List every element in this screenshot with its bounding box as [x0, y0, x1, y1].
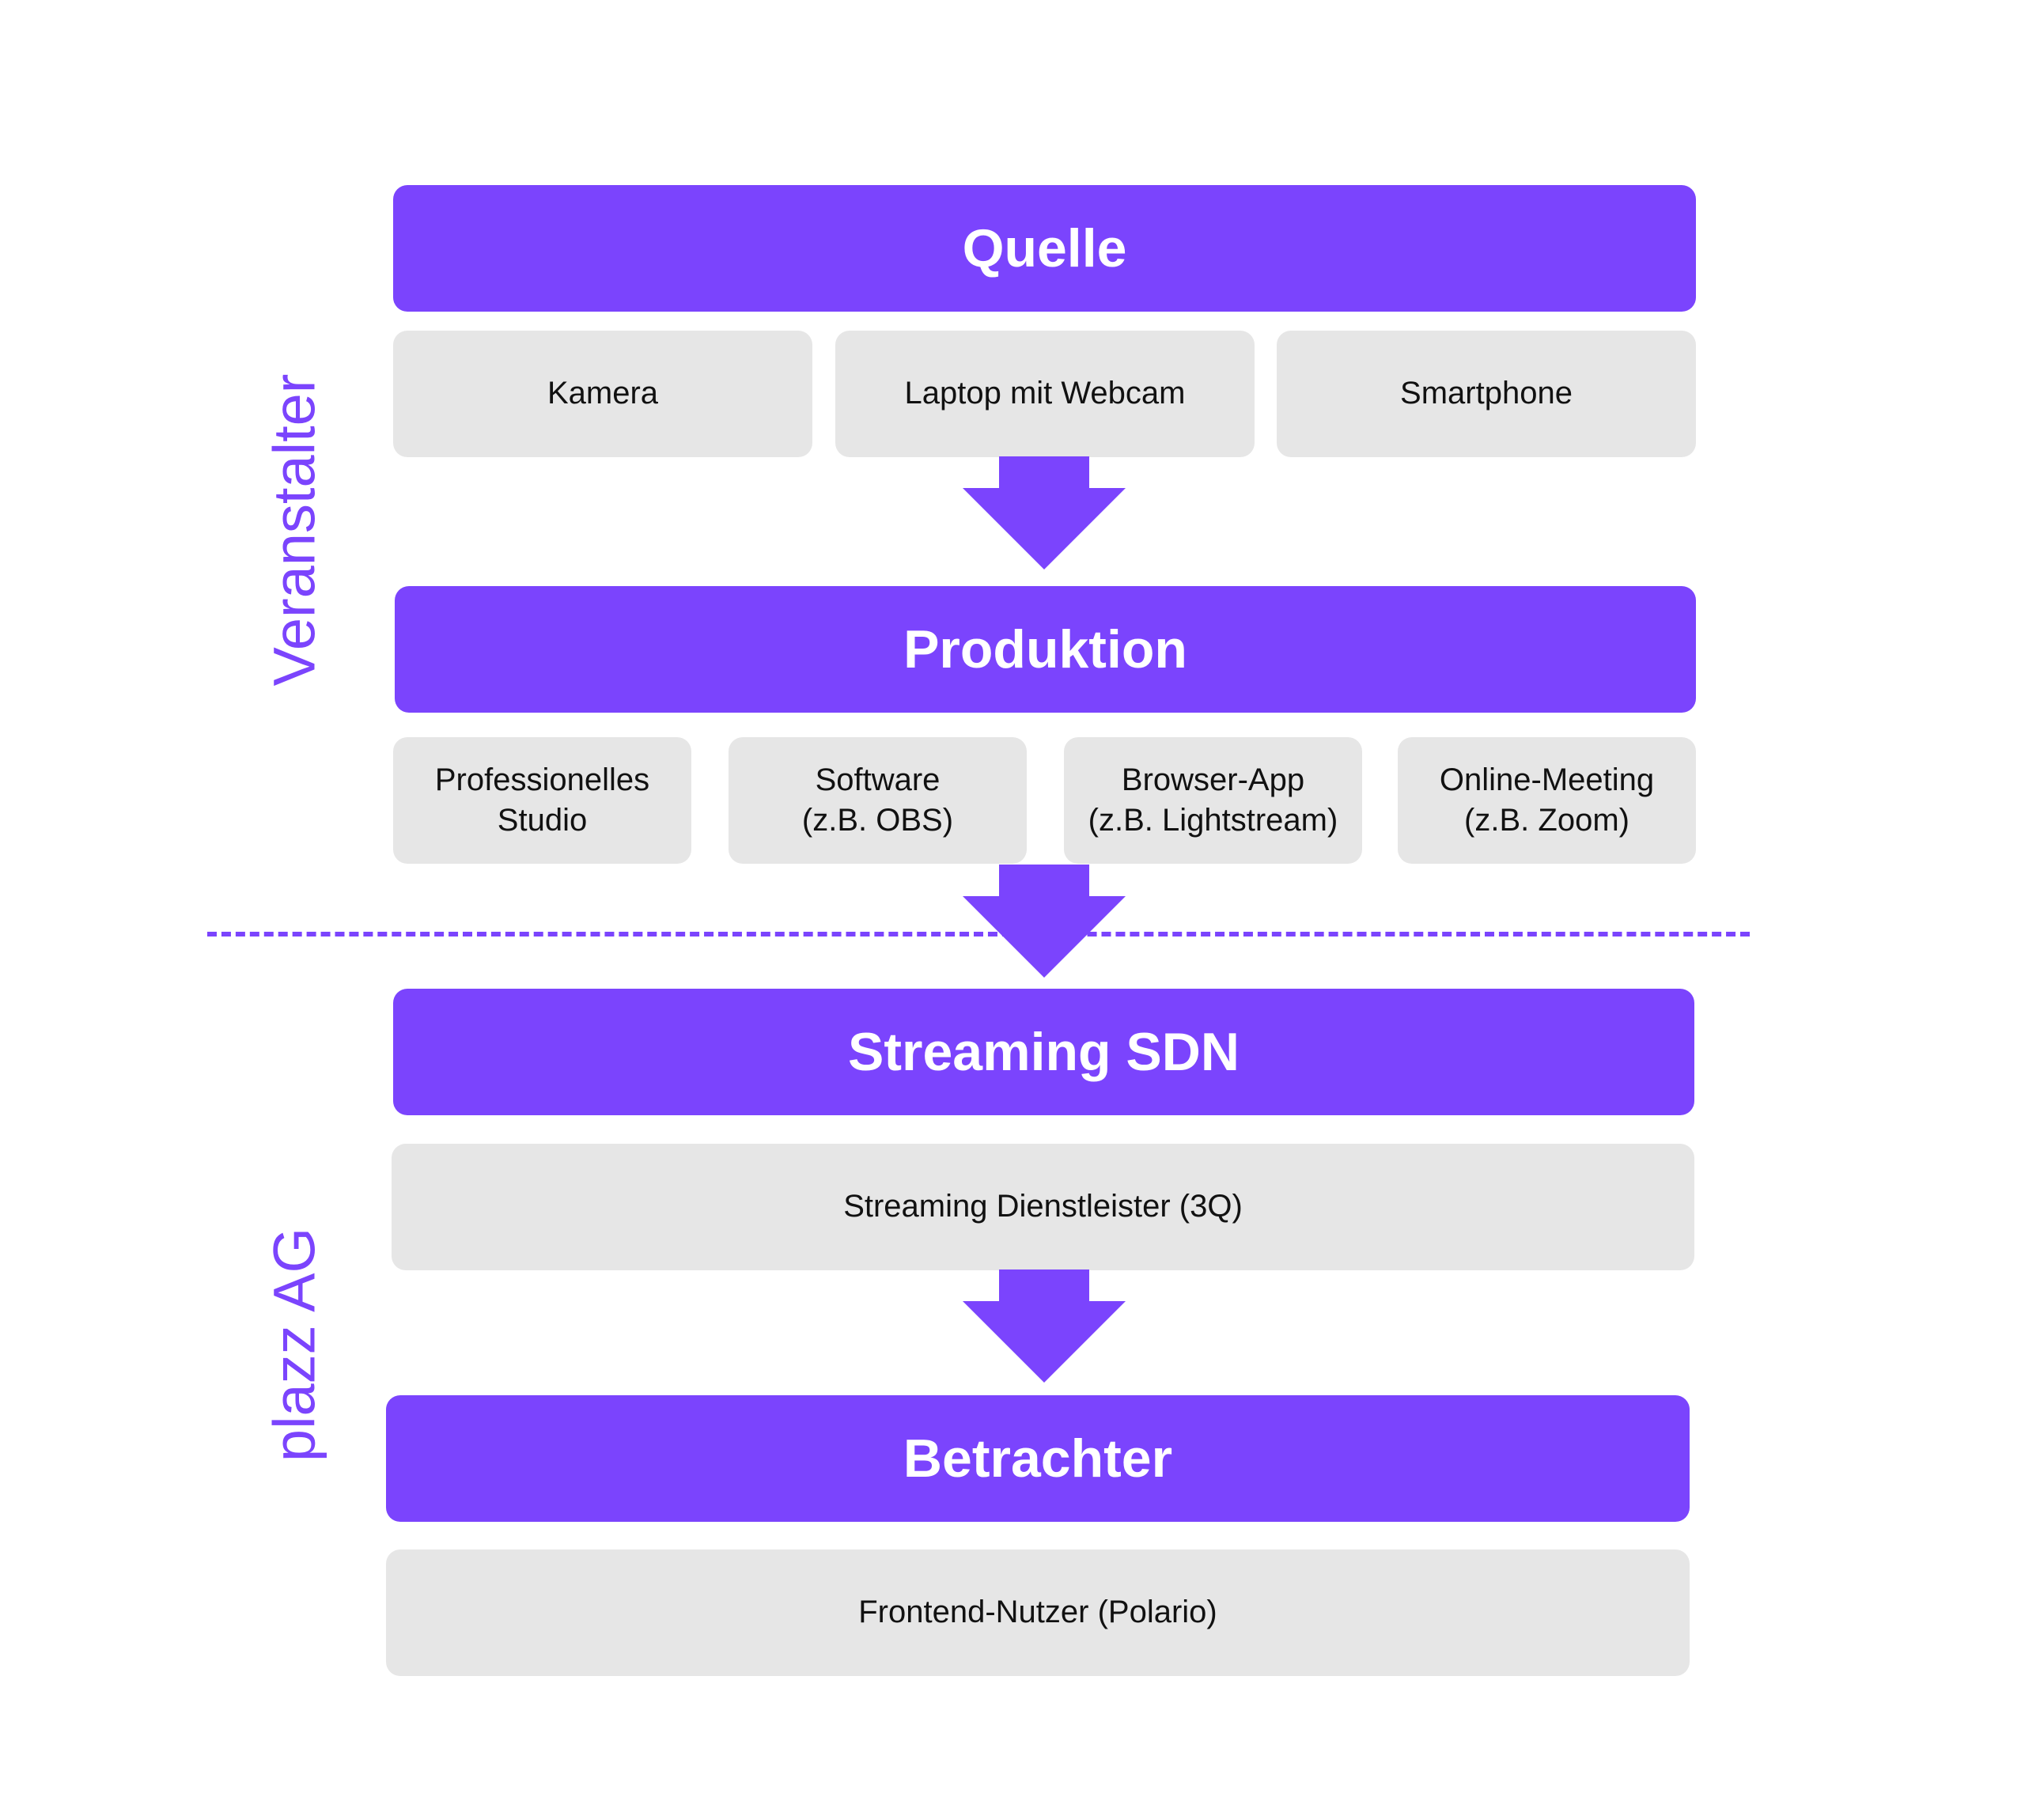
stage-header-streaming: Streaming SDN [393, 989, 1694, 1115]
production-item-software: Software (z.B. OBS) [729, 737, 1027, 864]
production-item-line2: (z.B. OBS) [801, 803, 954, 838]
production-item-browser-app: Browser-App (z.B. Lightstream) [1064, 737, 1362, 864]
production-item-line1: Software [815, 762, 941, 797]
viewer-item-frontend: Frontend-Nutzer (Polario) [386, 1549, 1690, 1676]
production-item-studio: Professionelles Studio [393, 737, 691, 864]
source-item-kamera: Kamera [393, 331, 812, 457]
source-item-label: Laptop mit Webcam [904, 376, 1186, 411]
production-item-line2: (z.B. Zoom) [1464, 803, 1629, 838]
flow-arrow-produktion-streaming [963, 865, 1126, 978]
side-label-veranstalter: Veranstalter [261, 373, 327, 687]
source-item-laptop: Laptop mit Webcam [835, 331, 1255, 457]
section-divider [207, 932, 1750, 936]
production-item-line1: Online-Meeting [1439, 762, 1655, 797]
stage-header-produktion: Produktion [395, 586, 1696, 713]
source-item-label: Smartphone [1400, 376, 1573, 411]
flow-arrow-streaming-betrachter [963, 1269, 1126, 1383]
side-label-plazz-ag: plazz AG [261, 1227, 327, 1462]
production-item-line1: Browser-App [1121, 762, 1305, 797]
production-item-line1: Professionelles [434, 762, 650, 797]
stage-header-betrachter: Betrachter [386, 1395, 1690, 1522]
source-item-smartphone: Smartphone [1277, 331, 1696, 457]
production-item-online-meeting: Online-Meeting (z.B. Zoom) [1398, 737, 1696, 864]
production-item-line2: Studio [497, 803, 588, 838]
source-item-label: Kamera [547, 376, 659, 411]
flow-arrow-quelle-produktion [963, 456, 1126, 569]
streaming-item-label: Streaming Dienstleister (3Q) [843, 1189, 1243, 1224]
stage-header-quelle: Quelle [393, 185, 1696, 312]
production-item-line2: (z.B. Lightstream) [1088, 803, 1338, 838]
viewer-item-label: Frontend-Nutzer (Polario) [858, 1595, 1217, 1630]
streaming-item-provider: Streaming Dienstleister (3Q) [392, 1144, 1694, 1270]
